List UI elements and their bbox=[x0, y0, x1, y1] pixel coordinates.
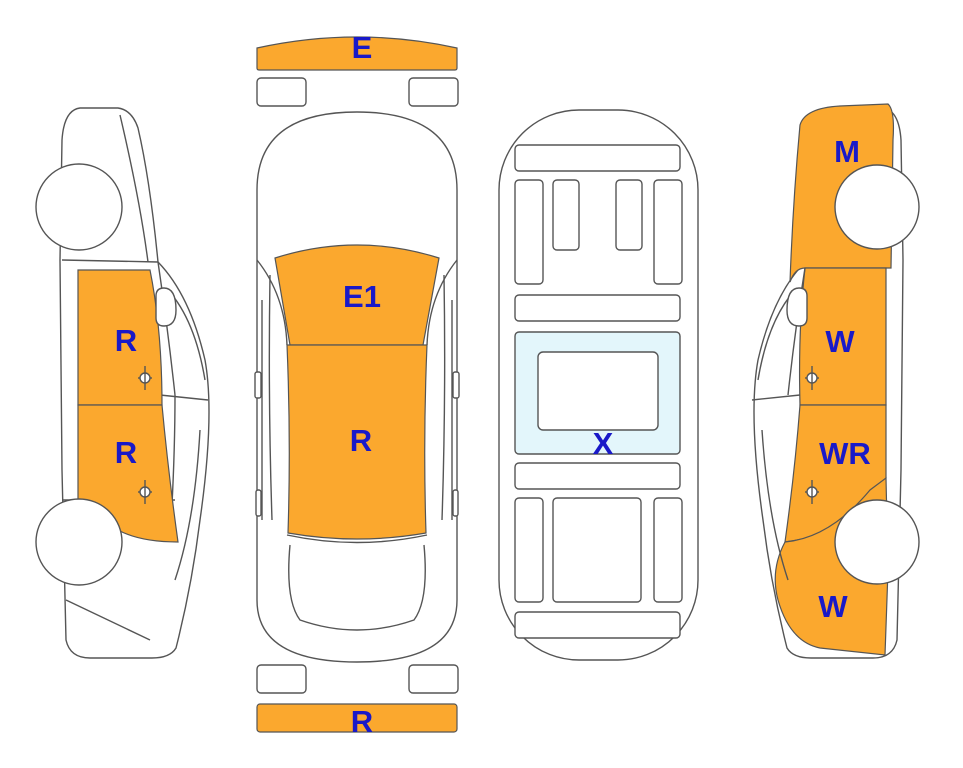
right-handle-top bbox=[452, 489, 459, 517]
right-front-door-handle bbox=[805, 366, 819, 390]
roof-label: R bbox=[350, 423, 372, 458]
sunroof-opening bbox=[537, 351, 659, 431]
left-rear-door-handle bbox=[138, 480, 152, 504]
front-right-light bbox=[408, 77, 459, 107]
interior-view: X bbox=[498, 109, 699, 661]
left-front-door-handle bbox=[138, 366, 152, 390]
right-rear-door-label: WR bbox=[819, 436, 871, 471]
right-front-fender-label: M bbox=[834, 134, 860, 169]
left-handle-top bbox=[255, 489, 262, 517]
rear-right-light bbox=[408, 664, 459, 694]
right-front-wheel bbox=[834, 164, 920, 250]
left-rear-door-label: R bbox=[115, 435, 137, 470]
roof-panel bbox=[286, 344, 428, 540]
left-mirror-top bbox=[254, 371, 262, 399]
left-rear-wheel bbox=[35, 498, 123, 586]
right-rear-quarter-label: W bbox=[818, 589, 848, 624]
right-rear-door-handle bbox=[805, 480, 819, 504]
right-side-view: M W WR W bbox=[751, 103, 920, 659]
left-front-wheel bbox=[35, 163, 123, 251]
left-front-door-label: R bbox=[115, 323, 137, 358]
hood-panel bbox=[274, 244, 440, 346]
left-mirror bbox=[155, 287, 177, 327]
front-bumper-panel bbox=[256, 36, 458, 71]
hood-label: E1 bbox=[343, 279, 381, 314]
right-rear-wheel bbox=[834, 499, 920, 585]
right-mirror bbox=[786, 287, 808, 327]
front-bumper-label: E bbox=[352, 30, 373, 65]
right-mirror-top bbox=[452, 371, 460, 399]
left-side-view: R R bbox=[35, 107, 210, 659]
rear-bumper-label: R bbox=[351, 704, 373, 739]
glass-roof-label: X bbox=[593, 426, 614, 461]
top-view: E E1 R R bbox=[254, 30, 460, 739]
front-left-light bbox=[256, 77, 307, 107]
right-front-door-label: W bbox=[825, 324, 855, 359]
rear-left-light bbox=[256, 664, 307, 694]
rear-bumper-panel bbox=[256, 703, 458, 733]
